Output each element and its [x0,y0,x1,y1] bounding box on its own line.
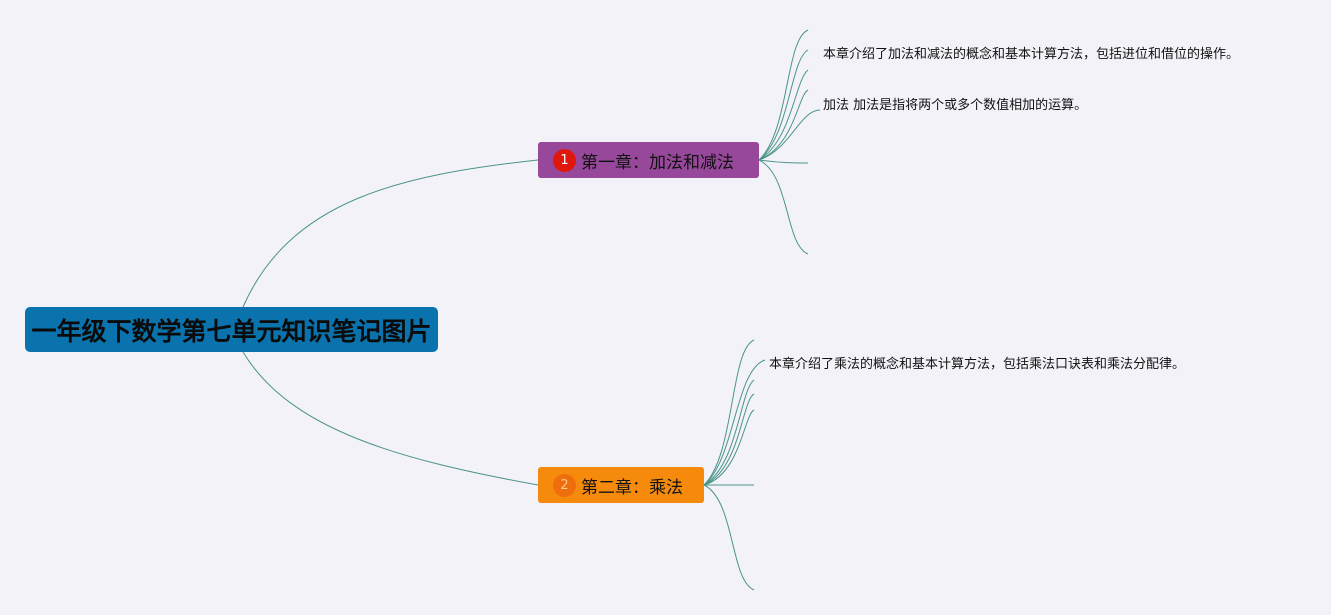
root-topic[interactable]: 一年级下数学第七单元知识笔记图片 [25,307,438,352]
connector-ch1-branch [758,29,809,161]
chapter-1-title: 第一章：加法和减法 [581,152,734,173]
chapter-1-note-2[interactable]: 加法 加法是指将两个或多个数值相加的运算。 [823,98,1088,113]
connector-ch1-branch [758,89,809,161]
connector-ch2-branch [703,409,755,486]
chapter-1-node[interactable]: 1 第一章：加法和减法 [538,142,759,178]
connector-ch2-branch [703,379,755,486]
connector-ch2-branch [703,359,766,486]
connector-ch1-branch [758,159,809,255]
chapter-2-title: 第二章：乘法 [581,477,683,498]
connector-ch1-branch [758,109,821,161]
connector-ch1-branch [758,49,809,161]
connector-ch1-branch [758,159,809,164]
connector-ch2-branch [703,393,755,486]
connector-root-chapter-1 [242,159,539,308]
root-title: 一年级下数学第七单元知识笔记图片 [31,316,432,346]
connector-ch2-branch [703,484,755,591]
connector-ch1-branch [758,69,809,161]
chapter-2-node[interactable]: 2 第二章：乘法 [538,467,704,503]
priority-1-badge-icon: 1 [553,148,576,172]
connector-root-chapter-2 [242,351,539,486]
priority-2-badge-icon: 2 [553,473,576,497]
connector-ch2-branch [703,339,755,486]
chapter-2-note-1[interactable]: 本章介绍了乘法的概念和基本计算方法，包括乘法口诀表和乘法分配律。 [769,357,1186,372]
chapter-1-note-1[interactable]: 本章介绍了加法和减法的概念和基本计算方法，包括进位和借位的操作。 [823,47,1240,62]
